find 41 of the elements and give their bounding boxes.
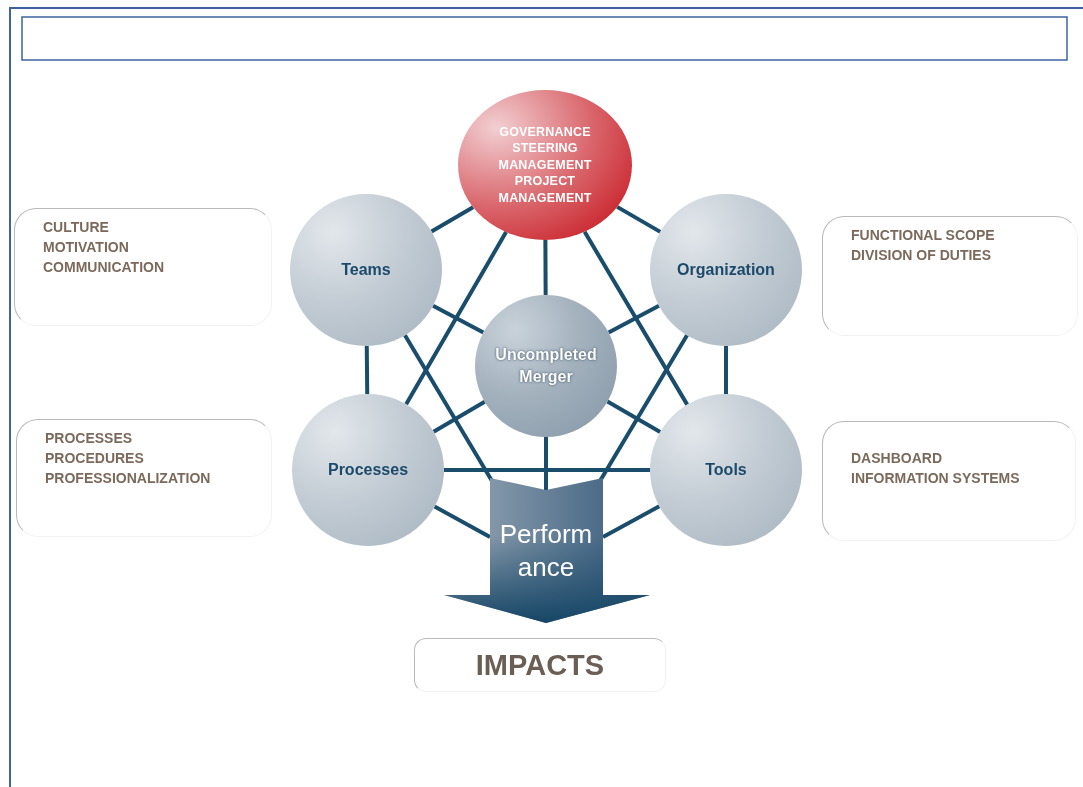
text-card <box>822 216 1078 336</box>
node-label: STEERING MANAGEMENT <box>497 140 593 174</box>
connector-line <box>403 334 494 483</box>
node-label: PROJECT MANAGEMENT <box>497 173 593 207</box>
connector-line <box>433 504 491 539</box>
connector-line <box>606 399 662 434</box>
node-label: CULTURE <box>43 218 110 237</box>
connector-line <box>616 205 662 234</box>
text-card <box>822 421 1076 541</box>
node-label: MOTIVATION <box>43 238 130 257</box>
node-label: Uncompleted Merger <box>494 345 598 387</box>
connector-line <box>432 400 486 434</box>
connector-line <box>602 504 661 539</box>
text-card <box>14 208 272 326</box>
node-label: GOVERNANCE <box>498 123 592 141</box>
connector-line <box>724 346 728 394</box>
node-label: FUNCTIONAL SCOPE <box>851 226 996 245</box>
node-label: Tools <box>705 461 747 479</box>
node-label: PROFESSIONALIZATION <box>45 469 212 488</box>
node-label: DIVISION OF DUTIES <box>851 246 992 265</box>
node-label: COMMUNICATION <box>43 258 166 277</box>
connector-line <box>430 205 475 234</box>
node-label: PROCESSES <box>45 429 134 448</box>
node-label: PROCEDURES <box>45 449 145 468</box>
result-box <box>414 638 666 692</box>
node-label: Teams <box>341 261 391 279</box>
node-label: Organization <box>677 261 775 279</box>
node-label: Processes <box>327 461 409 479</box>
node-label: IMPACTS <box>474 648 606 682</box>
node-label: INFORMATION SYSTEMS <box>851 469 1021 488</box>
connector-line <box>432 304 485 335</box>
connector-line <box>544 437 548 490</box>
connector-line <box>404 231 508 406</box>
node-label: DASHBOARD <box>851 449 943 468</box>
arrow-label: Perform ance <box>498 518 594 584</box>
connector-line <box>364 345 370 395</box>
connector-line <box>607 304 660 335</box>
connector-line <box>444 468 650 472</box>
connector-line <box>582 230 689 406</box>
connector-line <box>543 240 548 295</box>
text-card <box>16 419 272 537</box>
